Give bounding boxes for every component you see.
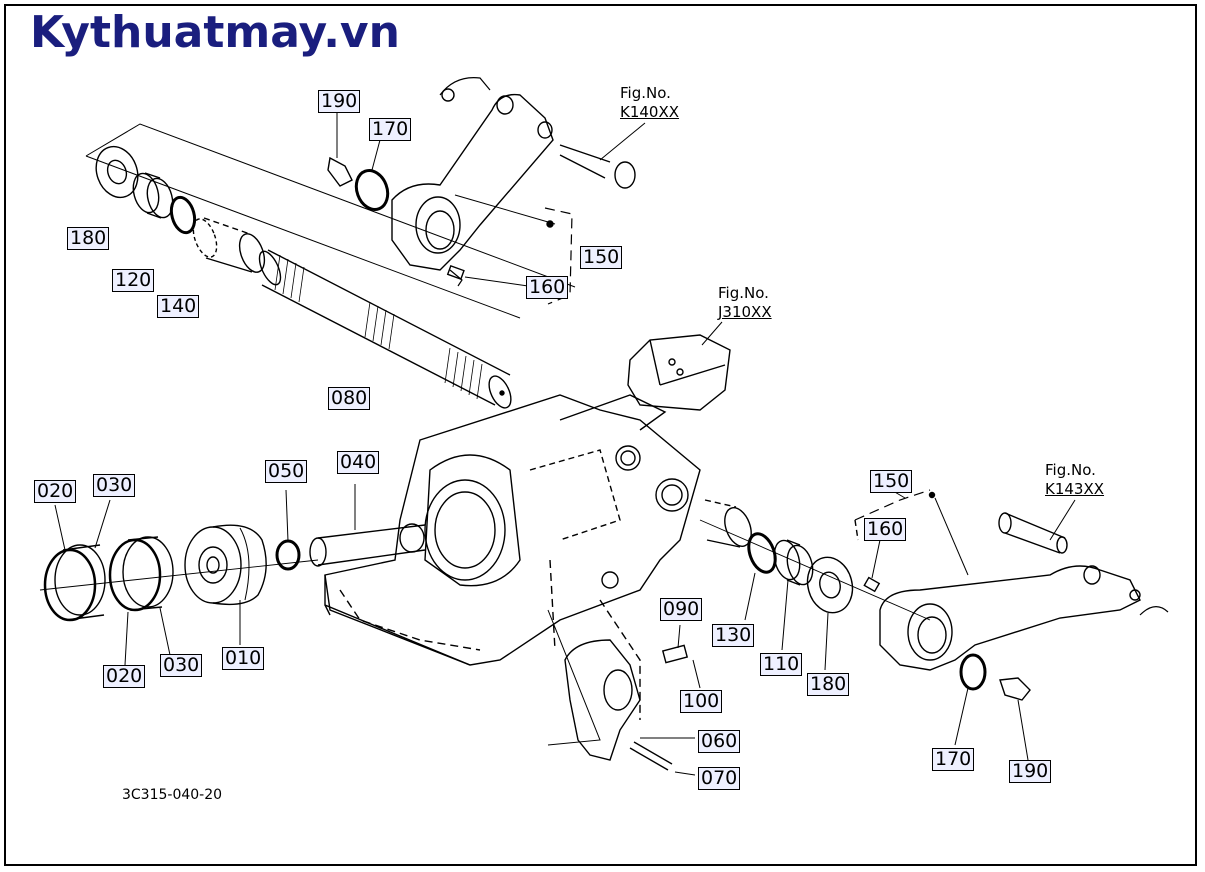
fig-ref-code[interactable]: K143XX bbox=[1045, 480, 1105, 498]
part-label-170[interactable]: 170 bbox=[932, 748, 975, 771]
part-label-130[interactable]: 130 bbox=[712, 624, 755, 647]
part-label-100[interactable]: 100 bbox=[680, 690, 723, 713]
part-label-120[interactable]: 120 bbox=[112, 269, 155, 292]
part-label-180[interactable]: 180 bbox=[807, 673, 850, 696]
snap-ring-170-right bbox=[959, 653, 987, 691]
bolt-090 bbox=[661, 624, 701, 689]
lift-arm-right bbox=[854, 484, 1169, 671]
splined-shaft-080 bbox=[258, 249, 512, 409]
left-arm-group bbox=[85, 123, 576, 319]
rings-020-030 bbox=[39, 499, 319, 666]
part-label-070[interactable]: 070 bbox=[698, 767, 741, 790]
part-label-010[interactable]: 010 bbox=[222, 647, 265, 670]
part-label-180[interactable]: 180 bbox=[67, 227, 110, 250]
washer-180-right bbox=[806, 556, 854, 671]
arm-060 bbox=[547, 609, 696, 776]
oring-050 bbox=[275, 539, 301, 571]
part-label-160[interactable]: 160 bbox=[526, 276, 569, 299]
fig-ref-j310: Fig.No. J310XX bbox=[718, 284, 772, 322]
part-label-060[interactable]: 060 bbox=[698, 730, 741, 753]
bushing-120-left bbox=[132, 172, 174, 219]
oring-130 bbox=[747, 532, 777, 574]
part-label-030[interactable]: 030 bbox=[93, 474, 136, 497]
fig-ref-code[interactable]: K140XX bbox=[620, 103, 680, 121]
fig-ref-code[interactable]: J310XX bbox=[718, 303, 772, 321]
bolt-160-top bbox=[446, 264, 529, 287]
part-label-190[interactable]: 190 bbox=[1009, 760, 1052, 783]
valve-block bbox=[627, 321, 731, 411]
oring-140-left bbox=[169, 195, 197, 235]
shaft-040 bbox=[309, 484, 426, 567]
fig-caption: Fig.No. bbox=[620, 84, 671, 102]
fig-caption: Fig.No. bbox=[1045, 461, 1096, 479]
part-label-150[interactable]: 150 bbox=[580, 246, 623, 269]
bushing-110 bbox=[773, 539, 814, 651]
part-label-030[interactable]: 030 bbox=[160, 654, 203, 677]
snap-ring-170-top bbox=[354, 169, 390, 211]
part-label-080[interactable]: 080 bbox=[328, 387, 371, 410]
part-label-190[interactable]: 190 bbox=[318, 90, 361, 113]
rear-housing bbox=[324, 394, 701, 720]
diagram-frame bbox=[4, 4, 1197, 866]
part-label-040[interactable]: 040 bbox=[337, 451, 380, 474]
part-label-150[interactable]: 150 bbox=[870, 470, 913, 493]
fig-ref-k140: Fig.No. K140XX bbox=[620, 84, 679, 122]
diagram-code: 3C315-040-20 bbox=[122, 787, 223, 803]
washer-180-left bbox=[95, 145, 139, 199]
part-label-090[interactable]: 090 bbox=[660, 598, 703, 621]
part-label-170[interactable]: 170 bbox=[369, 118, 412, 141]
part-label-050[interactable]: 050 bbox=[265, 460, 308, 483]
fig-ref-k143: Fig.No. K143XX bbox=[1045, 461, 1104, 499]
pin-top bbox=[559, 122, 646, 189]
bush-pipe-left bbox=[192, 217, 266, 273]
part-label-110[interactable]: 110 bbox=[760, 653, 803, 676]
part-label-020[interactable]: 020 bbox=[34, 480, 77, 503]
bolt-160-right bbox=[863, 539, 881, 593]
pin-right bbox=[998, 499, 1076, 554]
bush-pipe-right bbox=[699, 499, 931, 621]
part-label-160[interactable]: 160 bbox=[864, 518, 907, 541]
lift-arm-top bbox=[391, 77, 554, 287]
grease-nipple-190-top bbox=[327, 113, 353, 187]
piston-010 bbox=[184, 524, 267, 645]
part-label-020[interactable]: 020 bbox=[103, 665, 146, 688]
fig-caption: Fig.No. bbox=[718, 284, 769, 302]
part-label-140[interactable]: 140 bbox=[157, 295, 200, 318]
grease-nipple-190-right bbox=[999, 677, 1031, 761]
brand-logo-text: Kythuatmay.vn bbox=[30, 7, 400, 58]
